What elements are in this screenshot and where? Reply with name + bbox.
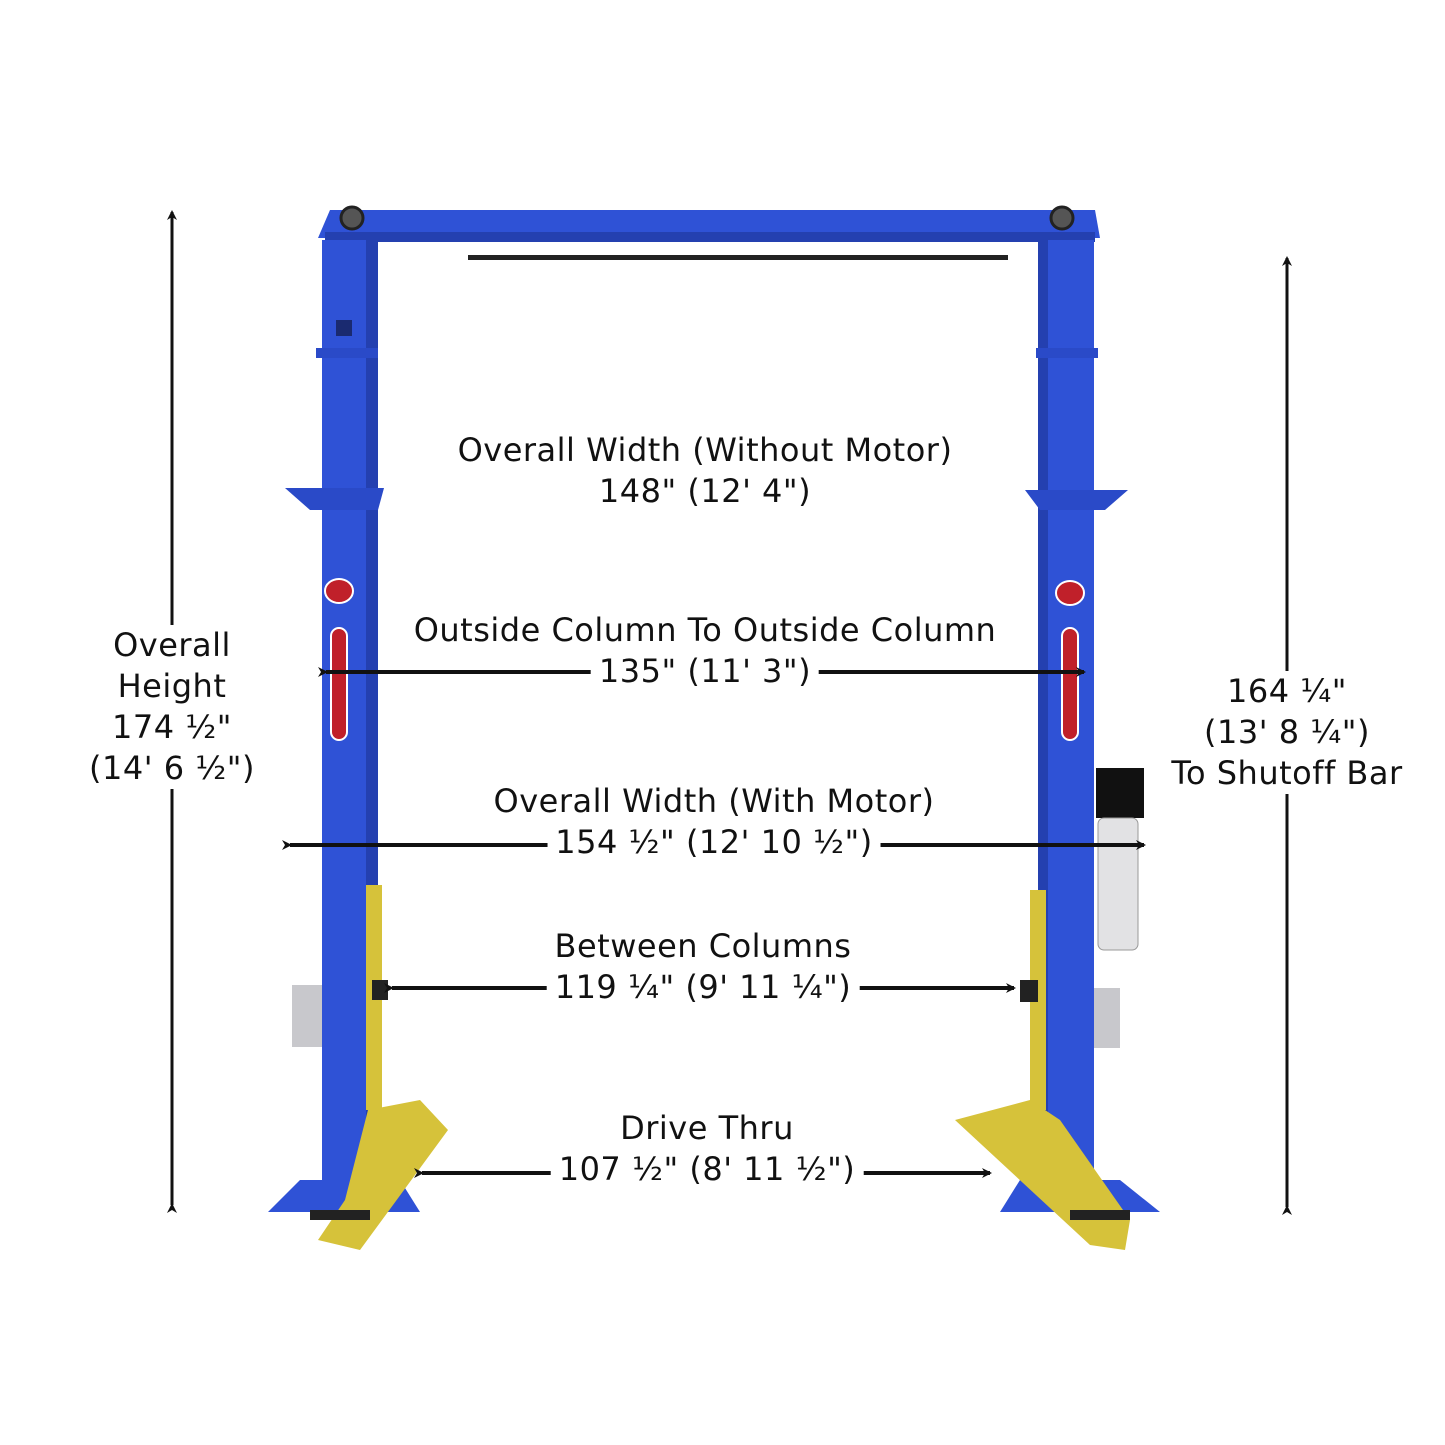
outside-column-label: Outside Column To Outside Column 135" (1… [408,610,1003,692]
label-title: Overall Width (With Motor) [493,782,935,820]
left-column [268,240,420,1212]
label-value: 148" (12' 4") [598,472,812,510]
label-value: 119 ¼" (9' 11 ¼") [546,967,860,1008]
label-title: Drive Thru [620,1109,794,1147]
motor-unit [1096,768,1144,951]
right-carriage-arms [955,890,1130,1250]
overall-width-with-motor-label: Overall Width (With Motor) 154 ½" (12' 1… [488,781,941,863]
label-value: 164 ¼" [1227,672,1347,710]
left-carriage-arms [310,885,448,1250]
shutoff-bar-height-label: 164 ¼" (13' 8 ¼") To Shutoff Bar [1165,671,1409,794]
label-line: Overall [113,626,231,664]
label-value: (13' 8 ¼") [1204,713,1370,751]
label-line: Height [117,667,227,705]
right-column [1000,240,1160,1212]
label-value: 174 ½" [112,708,232,746]
label-line: To Shutoff Bar [1171,754,1403,792]
drive-thru-label: Drive Thru 107 ½" (8' 11 ½") [545,1108,870,1190]
overall-width-without-motor-label: Overall Width (Without Motor) 148" (12' … [452,430,959,512]
label-value: 135" (11' 3") [590,651,820,692]
label-value: 107 ½" (8' 11 ½") [550,1149,864,1190]
crossbeam [318,205,1100,260]
overall-height-label: Overall Height 174 ½" (14' 6 ½") [83,625,261,789]
label-value: 154 ½" (12' 10 ½") [547,822,881,863]
label-value: (14' 6 ½") [89,749,255,787]
label-title: Between Columns [554,927,852,965]
label-title: Outside Column To Outside Column [413,611,997,649]
label-title: Overall Width (Without Motor) [457,431,953,469]
between-columns-label: Between Columns 119 ¼" (9' 11 ¼") [541,926,866,1008]
